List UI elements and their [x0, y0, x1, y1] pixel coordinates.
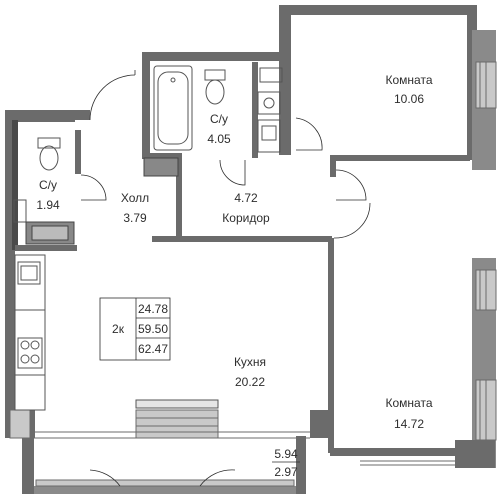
- room-area-bedroom-bottom: 14.72: [394, 417, 424, 431]
- room-name-bedroom-top: Комната: [386, 73, 433, 87]
- door-balcony-2: [199, 469, 236, 487]
- wall-left: [5, 110, 15, 410]
- door-small-bath: [80, 174, 107, 201]
- room-name-bathroom-main: С/у: [210, 112, 228, 126]
- kitchen-sink: [17, 261, 41, 285]
- room-area-corridor: 4.72: [234, 191, 258, 205]
- wall-bath-inner: [252, 62, 258, 158]
- wall-top-left-stub: [75, 110, 90, 120]
- wall-small-bath-right: [75, 130, 81, 174]
- summary-total-with-balcony: 62.47: [138, 342, 168, 356]
- summary-total-area: 59.50: [138, 322, 168, 336]
- wall-balcony-right: [296, 436, 306, 494]
- room-name-kitchen: Кухня: [234, 355, 266, 369]
- summary-box: 2к 24.78 59.50 62.47: [99, 297, 171, 361]
- room-name-hall: Холл: [121, 191, 149, 205]
- radiator: [135, 399, 219, 409]
- toilet-main-tank: [204, 69, 226, 81]
- door-entrance: [89, 74, 136, 121]
- toilet-small-bowl: [39, 145, 59, 171]
- stove: [17, 337, 43, 369]
- wall-top-left: [5, 110, 75, 122]
- bathtub-inner: [157, 71, 189, 145]
- wall-balcony-left: [22, 436, 34, 494]
- room-area-balcony-reduced: 2.97: [274, 465, 298, 479]
- wall-bedroom-door-jamb: [330, 155, 336, 177]
- wall-kitchen-right: [328, 238, 334, 453]
- door-bedroom-bottom: [333, 202, 371, 239]
- room-area-bathroom-main: 4.05: [207, 132, 231, 146]
- toilet-main-bowl: [205, 79, 225, 105]
- wall-bedroom-top-bottom: [330, 155, 470, 161]
- summary-rooms-label: 2к: [112, 322, 125, 336]
- window-kitchen: [135, 409, 219, 439]
- door-bath-main: [295, 117, 323, 151]
- wall-corridor-bottom: [152, 236, 332, 242]
- doors: [80, 70, 371, 487]
- shelf-corridor: [143, 157, 179, 177]
- wall-bottom-right: [455, 440, 495, 468]
- room-area-bathroom-small: 1.94: [36, 198, 60, 212]
- room-labels: Комната 10.06 С/у 4.05 С/у 1.94 Холл 3.7…: [36, 73, 432, 479]
- summary-living-area: 24.78: [138, 302, 168, 316]
- window-kitchen-left: [9, 409, 31, 439]
- fixtures: [13, 65, 283, 411]
- door-bedroom-top: [335, 169, 367, 201]
- wall-bedroom-left: [279, 5, 291, 155]
- wall-bottom-mid: [310, 410, 332, 438]
- bathtub-drain: [170, 77, 176, 83]
- wall-bath-bottom-left: [142, 153, 182, 159]
- room-area-kitchen: 20.22: [235, 375, 265, 389]
- wall-top-right: [279, 5, 477, 15]
- wall-small-bath-left: [12, 120, 18, 250]
- wall-bath-top: [142, 52, 288, 61]
- room-name-corridor: Коридор: [222, 211, 270, 225]
- sink-main: [257, 91, 281, 115]
- wall-bedroom-bottom: [330, 448, 460, 456]
- room-name-bathroom-small: С/у: [39, 178, 57, 192]
- window-lines: [34, 62, 487, 466]
- door-balcony-1: [89, 469, 121, 487]
- room-area-hall: 3.79: [123, 211, 147, 225]
- door-bath-corridor: [219, 159, 246, 186]
- room-area-bedroom-top: 10.06: [394, 92, 424, 106]
- washer: [257, 119, 281, 153]
- room-area-balcony: 5.94: [274, 447, 298, 461]
- window-balcony: [35, 479, 295, 487]
- shelf-bath: [259, 67, 283, 83]
- kitchen-counter: [14, 254, 46, 411]
- sink-small: [13, 199, 27, 223]
- room-name-bedroom-bottom: Комната: [386, 396, 433, 410]
- windows: [9, 61, 497, 487]
- walls: [5, 5, 496, 494]
- toilet-small-tank: [37, 137, 61, 149]
- wall-bath-left: [142, 52, 150, 157]
- wall-small-bath-bottom: [15, 245, 77, 251]
- wall-hall-right: [176, 158, 182, 238]
- wall-balcony-bottom: [22, 486, 304, 494]
- bathtub: [153, 65, 193, 151]
